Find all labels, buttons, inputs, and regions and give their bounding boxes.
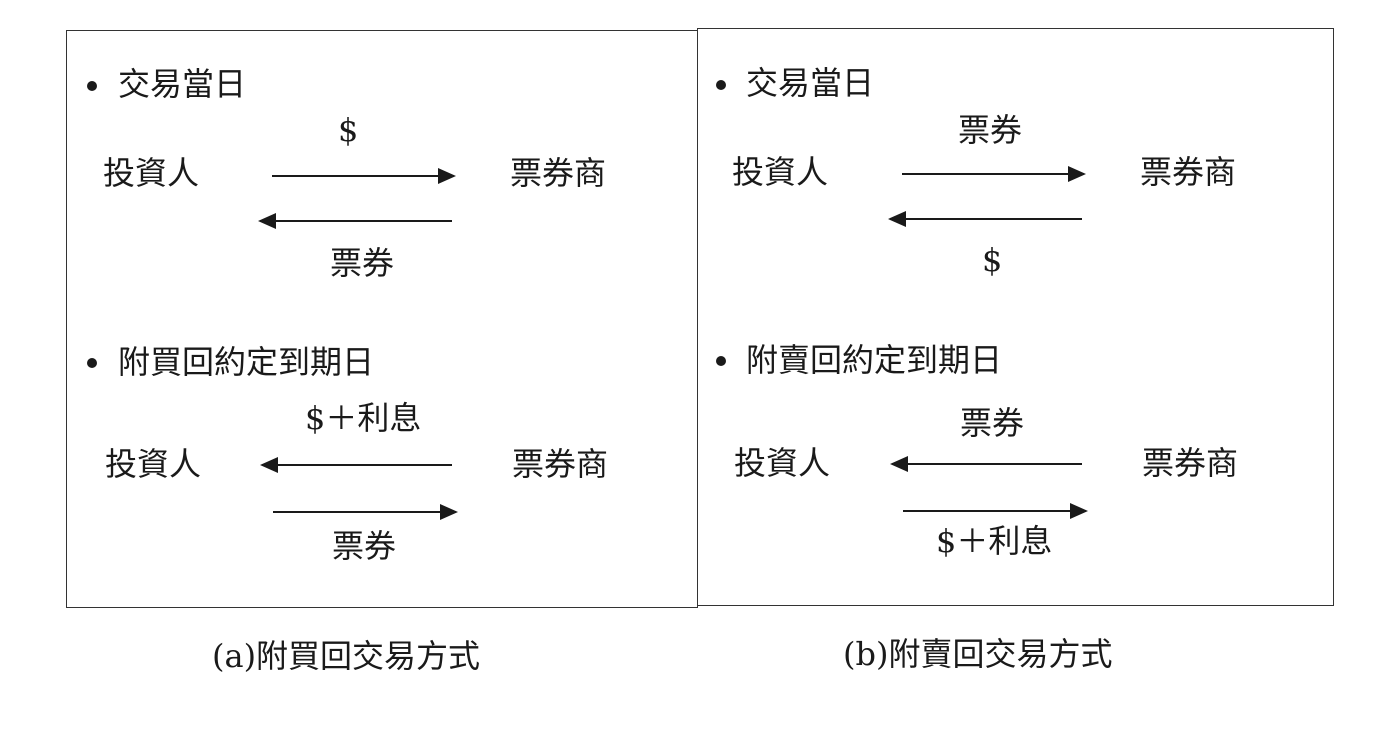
caption-b: (b)附賣回交易方式 xyxy=(843,635,1113,673)
bullet-icon xyxy=(87,81,97,91)
party-investor: 投資人 xyxy=(103,154,200,192)
flow-label-top: 票券 xyxy=(960,404,1025,442)
section-title: 交易當日 xyxy=(118,65,247,103)
arrow-left-icon xyxy=(888,211,1082,227)
arrow-right-icon xyxy=(903,503,1088,519)
flow-label-bottom: $ xyxy=(982,241,1003,279)
panel-a xyxy=(66,30,698,608)
bullet-icon xyxy=(716,356,726,366)
flow-label-bottom: $＋利息 xyxy=(936,522,1053,560)
arrow-right-icon xyxy=(273,504,458,520)
bullet-icon xyxy=(87,358,97,368)
flow-label-top: $＋利息 xyxy=(305,399,422,437)
arrow-right-icon xyxy=(902,166,1086,182)
party-dealer: 票券商 xyxy=(510,154,607,192)
bullet-icon xyxy=(716,80,726,90)
panel-b xyxy=(697,28,1334,606)
party-investor: 投資人 xyxy=(732,153,829,191)
flow-label-top: $ xyxy=(338,111,359,149)
party-dealer: 票券商 xyxy=(1142,444,1239,482)
arrow-left-icon xyxy=(890,456,1082,472)
section-title: 交易當日 xyxy=(746,64,875,102)
flow-label-bottom: 票券 xyxy=(332,527,397,565)
arrow-left-icon xyxy=(260,457,452,473)
arrow-right-icon xyxy=(272,168,456,184)
arrow-left-icon xyxy=(258,213,452,229)
section-title: 附賣回約定到期日 xyxy=(746,341,1003,379)
party-dealer: 票券商 xyxy=(512,445,609,483)
section-title: 附買回約定到期日 xyxy=(118,343,375,381)
party-dealer: 票券商 xyxy=(1140,153,1237,191)
party-investor: 投資人 xyxy=(105,445,202,483)
caption-a: (a)附買回交易方式 xyxy=(212,637,481,675)
party-investor: 投資人 xyxy=(734,444,831,482)
flow-label-top: 票券 xyxy=(958,111,1023,149)
flow-label-bottom: 票券 xyxy=(330,244,395,282)
